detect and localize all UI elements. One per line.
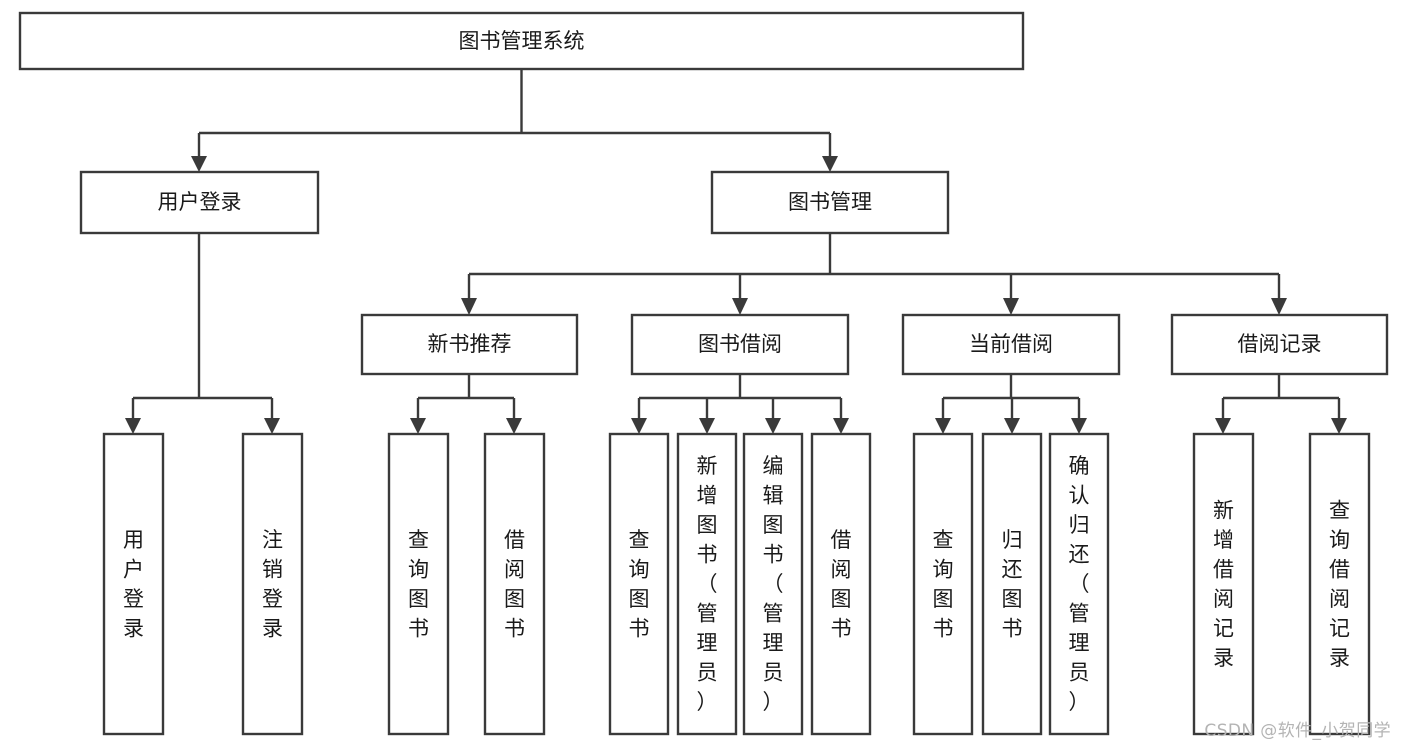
node-current-borrow[interactable]: 当前借阅 — [901, 313, 1121, 376]
leaf-node-logout-box[interactable] — [241, 432, 304, 736]
leaf-node-borrow-book-bb-label: 借阅图书 — [831, 528, 852, 641]
leaf-node-edit-book-admin-box[interactable] — [742, 432, 804, 736]
leaf-node-confirm-return-admin-box[interactable] — [1048, 432, 1110, 736]
leaf-node-logout[interactable]: 注销登录 — [241, 432, 304, 736]
leaf-node-query-book-bb-box[interactable] — [608, 432, 670, 736]
arrow-head-bb-leaf2 — [699, 418, 715, 434]
node-root-box[interactable] — [18, 11, 1025, 71]
leaf-node-user-login-box[interactable] — [102, 432, 165, 736]
node-new-book-recommend[interactable]: 新书推荐 — [360, 313, 579, 376]
leaf-node-add-book-admin-box[interactable] — [676, 432, 738, 736]
leaf-node-user-login-label: 用户登录 — [123, 528, 144, 641]
arrow-head-bb-leaf1 — [631, 418, 647, 434]
leaf-node-borrow-book-nbr-box[interactable] — [483, 432, 546, 736]
leaf-node-query-book-cb-box[interactable] — [912, 432, 974, 736]
leaf-node-query-borrow-record[interactable]: 查询借阅记录 — [1308, 432, 1371, 736]
node-book-borrow-box[interactable] — [630, 313, 850, 376]
arrow-head-book-manage — [822, 156, 838, 172]
csdn-watermark: CSDN @软件_小贺同学 — [1204, 721, 1391, 741]
arrow-head-leaf-logout — [264, 418, 280, 434]
arrow-head-leaf-user-login — [125, 418, 141, 434]
leaf-node-query-book-cb-label: 查询图书 — [933, 528, 954, 641]
arrow-head-cb-leaf3 — [1071, 418, 1087, 434]
arrow-head-borrow-record — [1271, 298, 1287, 315]
leaf-node-query-borrow-record-box[interactable] — [1308, 432, 1371, 736]
leaf-node-add-borrow-record-box[interactable] — [1192, 432, 1255, 736]
connector-layer — [125, 69, 1347, 434]
leaf-node-query-book-nbr[interactable]: 查询图书 — [387, 432, 450, 736]
leaf-node-add-book-admin-label: 新增图书（管理员） — [697, 454, 718, 714]
leaf-node-borrow-book-nbr[interactable]: 借阅图书 — [483, 432, 546, 736]
leaf-node-query-book-cb[interactable]: 查询图书 — [912, 432, 974, 736]
leaf-node-edit-book-admin-label: 编辑图书（管理员） — [763, 454, 784, 714]
node-borrow-record[interactable]: 借阅记录 — [1170, 313, 1389, 376]
node-root-label: 图书管理系统 — [459, 29, 585, 53]
arrow-head-new-book-rec — [461, 298, 477, 315]
node-book-borrow-label: 图书借阅 — [698, 332, 782, 356]
leaf-node-query-book-bb[interactable]: 查询图书 — [608, 432, 670, 736]
node-current-borrow-label: 当前借阅 — [969, 332, 1053, 356]
arrow-head-current-borrow — [1003, 298, 1019, 315]
arrow-head-nbr-leaf1 — [410, 418, 426, 434]
node-book-manage-label: 图书管理 — [788, 190, 872, 214]
leaf-node-borrow-book-bb[interactable]: 借阅图书 — [810, 432, 872, 736]
node-borrow-record-label: 借阅记录 — [1238, 332, 1322, 356]
leaf-node-query-book-bb-label: 查询图书 — [629, 528, 650, 641]
leaf-node-edit-book-admin[interactable]: 编辑图书（管理员） — [742, 432, 804, 736]
leaf-node-borrow-book-bb-box[interactable] — [810, 432, 872, 736]
node-new-book-recommend-label: 新书推荐 — [428, 332, 512, 356]
arrow-head-user-login — [191, 156, 207, 172]
leaf-node-query-book-nbr-box[interactable] — [387, 432, 450, 736]
node-user-login[interactable]: 用户登录 — [79, 170, 320, 235]
node-book-manage[interactable]: 图书管理 — [710, 170, 950, 235]
leaf-node-confirm-return-admin[interactable]: 确认归还（管理员） — [1048, 432, 1110, 736]
leaf-node-logout-label: 注销登录 — [262, 528, 283, 641]
node-root[interactable]: 图书管理系统 — [18, 11, 1025, 71]
leaf-node-add-borrow-record-label: 新增借阅记录 — [1213, 498, 1234, 670]
leaf-node-return-book[interactable]: 归还图书 — [981, 432, 1043, 736]
arrow-head-bb-leaf4 — [833, 418, 849, 434]
node-book-borrow[interactable]: 图书借阅 — [630, 313, 850, 376]
leaf-node-query-book-nbr-label: 查询图书 — [408, 528, 429, 641]
leaf-node-add-borrow-record[interactable]: 新增借阅记录 — [1192, 432, 1255, 736]
node-book-manage-box[interactable] — [710, 170, 950, 235]
leaf-node-query-borrow-record-label: 查询借阅记录 — [1329, 498, 1350, 670]
leaf-node-return-book-box[interactable] — [981, 432, 1043, 736]
leaf-node-confirm-return-admin-label: 确认归还（管理员） — [1069, 454, 1090, 714]
node-user-login-box[interactable] — [79, 170, 320, 235]
arrow-head-cb-leaf2 — [1004, 418, 1020, 434]
leaf-node-borrow-book-nbr-label: 借阅图书 — [504, 528, 525, 641]
node-user-login-label: 用户登录 — [158, 190, 242, 214]
arrow-head-bb-leaf3 — [765, 418, 781, 434]
arrow-head-book-borrow — [732, 298, 748, 315]
arrow-head-br-leaf2 — [1331, 418, 1347, 434]
arrow-head-br-leaf1 — [1215, 418, 1231, 434]
node-current-borrow-box[interactable] — [901, 313, 1121, 376]
leaf-node-add-book-admin[interactable]: 新增图书（管理员） — [676, 432, 738, 736]
node-new-book-recommend-box[interactable] — [360, 313, 579, 376]
leaf-node-user-login[interactable]: 用户登录 — [102, 432, 165, 736]
leaf-node-return-book-label: 归还图书 — [1002, 528, 1023, 641]
arrow-head-cb-leaf1 — [935, 418, 951, 434]
arrow-head-nbr-leaf2 — [506, 418, 522, 434]
node-borrow-record-box[interactable] — [1170, 313, 1389, 376]
